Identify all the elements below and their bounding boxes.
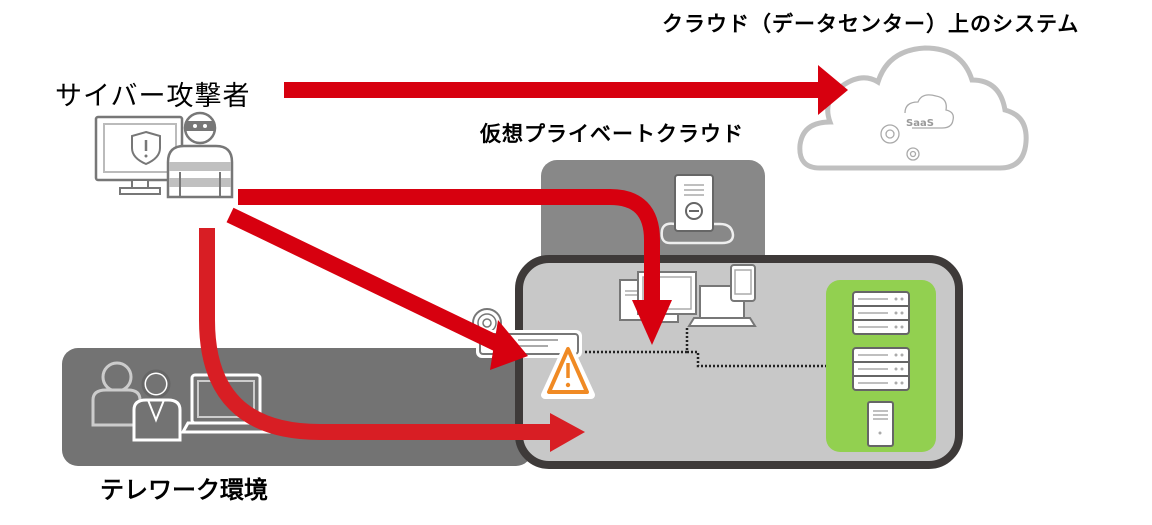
network-connection-line: [585, 328, 826, 368]
cyber-attacker-label: サイバー攻撃者: [55, 81, 251, 112]
cloud-system-label: クラウド（データセンター）上のシステム: [662, 12, 1080, 36]
cloud-server-icon: [660, 174, 735, 245]
telework-environment-label: テレワーク環境: [100, 476, 268, 504]
attack-arrow-to-router: [226, 207, 528, 370]
virtual-private-cloud-label: 仮想プライベートクラウド: [480, 122, 744, 146]
rack-server-icon: [852, 347, 910, 391]
saas-cloud-icon: SaaS: [797, 45, 1029, 171]
attack-arrow-to-clients: [238, 189, 672, 345]
telework-users-icon: [91, 361, 182, 442]
hacker-icon: [166, 111, 234, 199]
saas-label: SaaS: [906, 118, 934, 129]
attack-arrow-via-telework: [199, 228, 585, 452]
attacker-computer-icon: [94, 115, 184, 195]
rack-server-icon: [852, 291, 910, 335]
tower-server-icon: [867, 401, 894, 447]
attack-arrows: [199, 65, 848, 452]
warning-icon: [541, 341, 595, 399]
attack-arrow-to-cloud: [284, 65, 848, 115]
